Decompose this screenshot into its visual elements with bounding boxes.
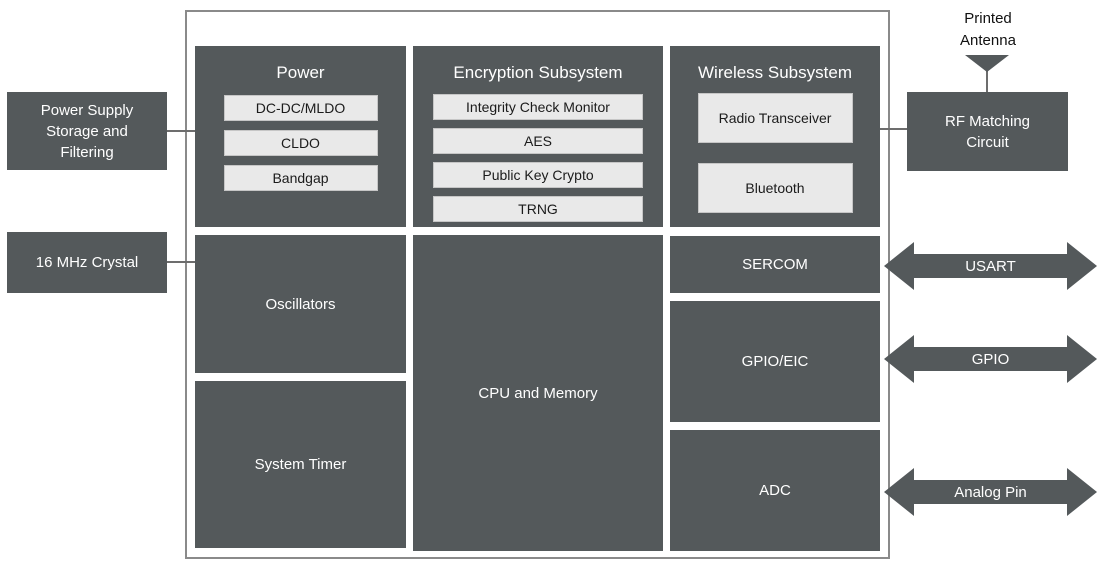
encryption-item-aes: AES bbox=[433, 128, 643, 154]
wireless-subsystem-block: Wireless Subsystem Radio Transceiver Blu… bbox=[670, 46, 880, 227]
oscillators-block: Oscillators bbox=[195, 235, 406, 373]
sercom-block: SERCOM bbox=[670, 236, 880, 293]
usart-arrow: USART bbox=[884, 242, 1097, 290]
encryption-item-integrity-check-monitor: Integrity Check Monitor bbox=[433, 94, 643, 120]
gpio-arrow-label: GPIO bbox=[971, 350, 1010, 368]
analog-pin-arrow-label: Analog Pin bbox=[954, 483, 1027, 501]
encryption-items: Integrity Check Monitor AES Public Key C… bbox=[413, 94, 663, 222]
crystal-block: 16 MHz Crystal bbox=[7, 232, 167, 293]
antenna-icon bbox=[965, 55, 1009, 72]
printed-antenna-label: Printed Antenna bbox=[960, 10, 1016, 49]
connector-power-supply bbox=[167, 130, 195, 132]
power-item-cldo: CLDO bbox=[223, 130, 378, 156]
analog-pin-arrow: Analog Pin bbox=[884, 468, 1097, 516]
gpio-arrow: GPIO bbox=[884, 335, 1097, 383]
rf-matching-block: RF Matching Circuit bbox=[907, 92, 1068, 171]
encryption-item-public-key-crypto: Public Key Crypto bbox=[433, 162, 643, 188]
wireless-items: Radio Transceiver Bluetooth bbox=[670, 93, 880, 213]
encryption-subsystem-block: Encryption Subsystem Integrity Check Mon… bbox=[413, 46, 663, 227]
encryption-title: Encryption Subsystem bbox=[453, 63, 623, 82]
wireless-title: Wireless Subsystem bbox=[698, 63, 852, 82]
connector-rf-matching bbox=[880, 128, 907, 130]
power-subsystem-block: Power DC-DC/MLDO CLDO Bandgap bbox=[195, 46, 406, 227]
wireless-item-bluetooth: Bluetooth bbox=[697, 163, 853, 213]
gpio-eic-block: GPIO/EIC bbox=[670, 301, 880, 422]
antenna-feed-line bbox=[986, 56, 988, 92]
system-timer-block: System Timer bbox=[195, 381, 406, 548]
usart-arrow-label: USART bbox=[965, 257, 1016, 275]
power-items: DC-DC/MLDO CLDO Bandgap bbox=[195, 95, 406, 191]
encryption-item-trng: TRNG bbox=[433, 196, 643, 222]
wireless-item-radio-transceiver: Radio Transceiver bbox=[697, 93, 853, 143]
power-item-bandgap: Bandgap bbox=[223, 165, 378, 191]
power-item-dcdc-mldo: DC-DC/MLDO bbox=[223, 95, 378, 121]
adc-block: ADC bbox=[670, 430, 880, 551]
cpu-memory-block: CPU and Memory bbox=[413, 235, 663, 551]
connector-crystal bbox=[167, 261, 195, 263]
power-title: Power bbox=[276, 63, 325, 82]
power-supply-block: Power Supply Storage and Filtering bbox=[7, 92, 167, 170]
